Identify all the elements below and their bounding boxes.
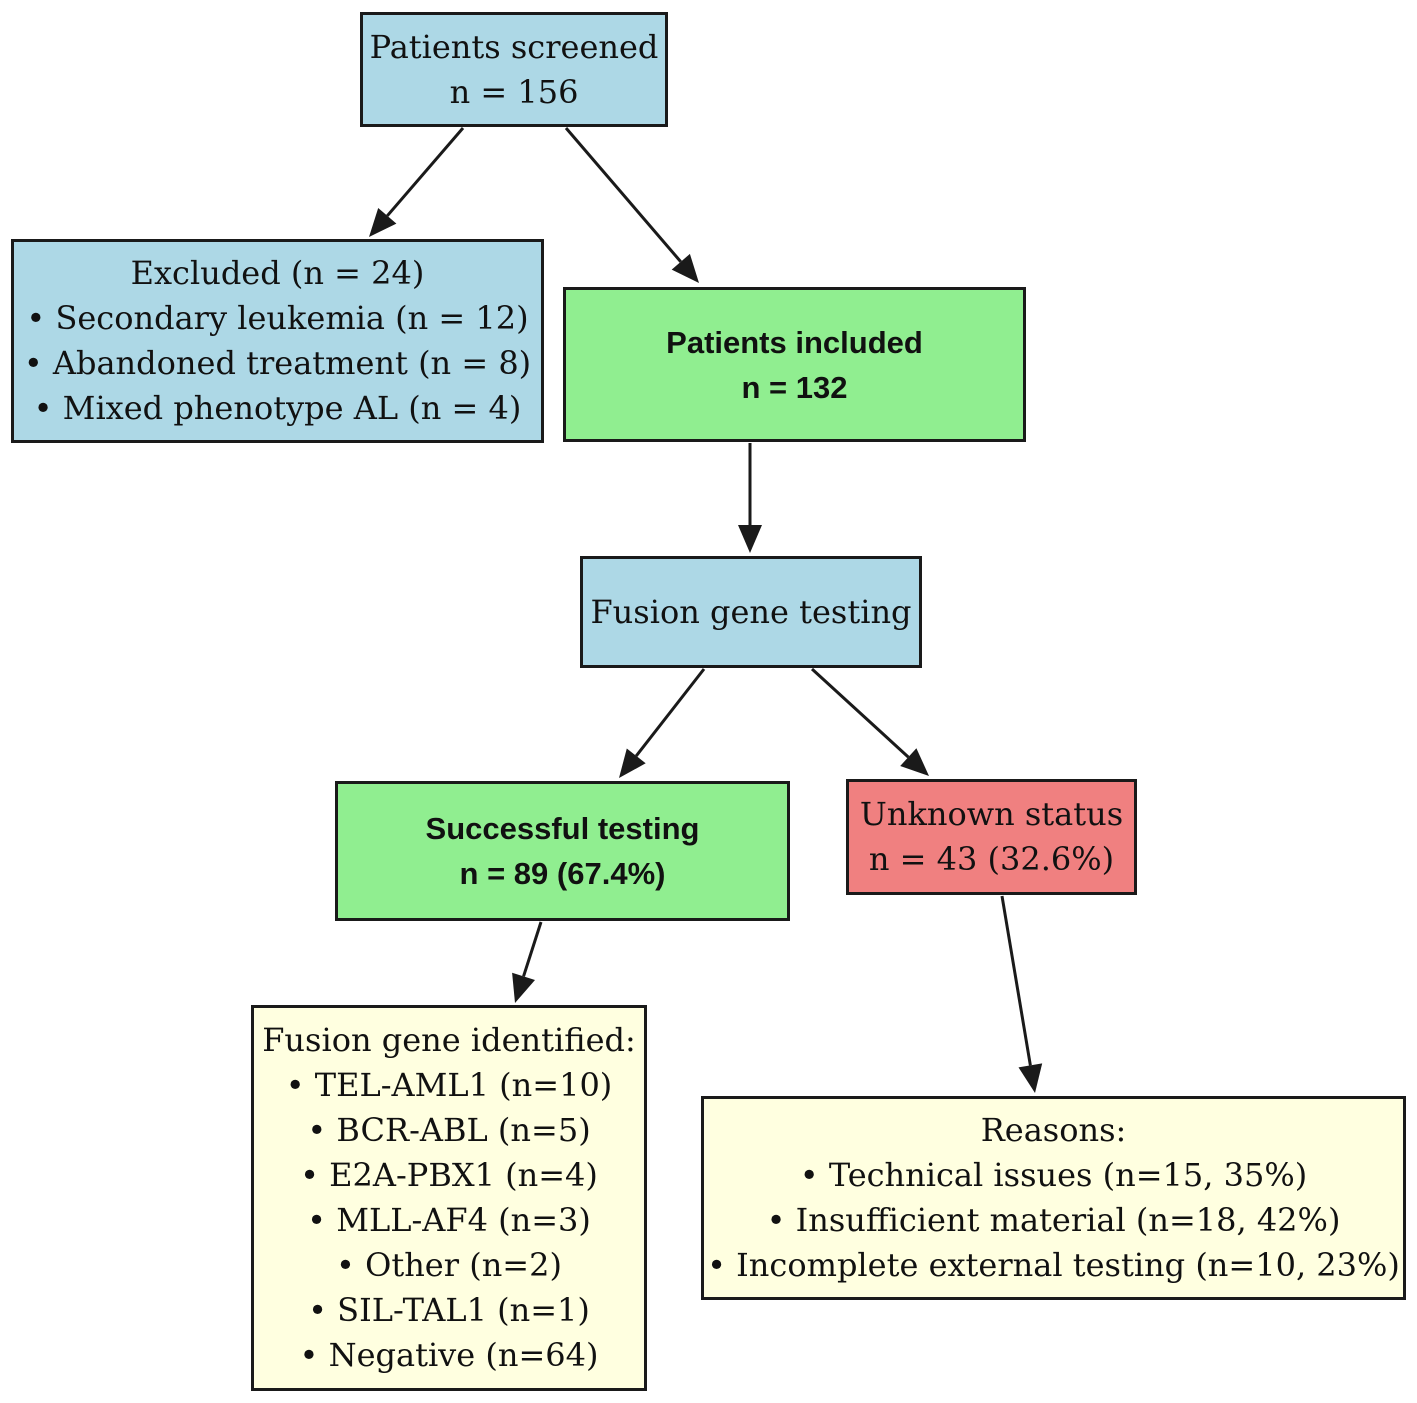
arrow-head xyxy=(738,525,762,553)
unknown-status-count: n = 43 (32.6%) xyxy=(868,840,1115,878)
patients-screened-box: Patients screened n = 156 xyxy=(360,12,668,127)
fusion-item-other: • Other (n=2) xyxy=(336,1246,562,1284)
arrow-head xyxy=(1018,1063,1043,1093)
arrow-shaft xyxy=(1000,895,1032,1066)
arrow-head xyxy=(512,972,535,1003)
fusion-gene-testing-label: Fusion gene testing xyxy=(590,592,912,631)
arrow-screened-to-included xyxy=(564,127,699,283)
arrow-successful-to-identified xyxy=(512,921,543,1003)
reason-technical-issues: • Technical issues (n=15, 35%) xyxy=(799,1156,1308,1194)
arrow-head xyxy=(900,748,929,776)
fusion-item-negative: • Negative (n=64) xyxy=(299,1336,599,1374)
fusion-item-tel-aml1: • TEL-AML1 (n=10) xyxy=(285,1066,613,1104)
unknown-status-label: Unknown status xyxy=(859,795,1124,833)
fusion-item-mll-af4: • MLL-AF4 (n=3) xyxy=(307,1201,591,1239)
fusion-gene-testing-box: Fusion gene testing xyxy=(580,556,922,668)
excluded-box: Excluded (n = 24) • Secondary leukemia (… xyxy=(11,239,544,443)
reason-incomplete-external-testing: • Incomplete external testing (n=10, 23%… xyxy=(707,1246,1400,1284)
reasons-box: Reasons: • Technical issues (n=15, 35%) … xyxy=(701,1096,1406,1300)
arrow-head xyxy=(619,748,646,778)
arrow-fusion_testing-to-successful xyxy=(619,668,706,778)
arrow-shaft xyxy=(564,127,682,263)
arrow-screened-to-excluded xyxy=(369,127,465,237)
successful-testing-count: n = 89 (67.4%) xyxy=(459,856,666,891)
fusion-item-bcr-abl: • BCR-ABL (n=5) xyxy=(307,1111,591,1149)
excluded-secondary-leukemia: • Secondary leukemia (n = 12) xyxy=(26,299,529,337)
arrow-included-to-fusion_testing xyxy=(738,443,762,553)
patients-included-label: Patients included xyxy=(666,324,923,360)
fusion-gene-identified-box: Fusion gene identified: • TEL-AML1 (n=10… xyxy=(251,1005,647,1391)
arrow-head xyxy=(671,253,699,283)
excluded-mixed-phenotype: • Mixed phenotype AL (n = 4) xyxy=(33,389,522,427)
patients-screened-count: n = 156 xyxy=(449,72,579,111)
arrow-head xyxy=(369,208,397,237)
patients-included-box: Patients included n = 132 xyxy=(563,287,1026,442)
reasons-label: Reasons: xyxy=(980,1111,1127,1149)
arrow-shaft xyxy=(386,127,465,217)
arrow-shaft xyxy=(810,667,910,759)
excluded-abandoned-treatment: • Abandoned treatment (n = 8) xyxy=(23,344,532,382)
fusion-item-e2a-pbx1: • E2A-PBX1 (n=4) xyxy=(300,1156,598,1194)
arrow-shaft xyxy=(635,668,706,757)
successful-testing-label: Successful testing xyxy=(425,811,700,846)
arrow-fusion_testing-to-unknown xyxy=(810,667,929,776)
patients-included-count: n = 132 xyxy=(741,369,848,405)
successful-testing-box: Successful testing n = 89 (67.4%) xyxy=(335,781,790,921)
fusion-item-sil-tal1: • SIL-TAL1 (n=1) xyxy=(308,1291,590,1329)
fusion-gene-identified-label: Fusion gene identified: xyxy=(262,1021,636,1059)
excluded-label: Excluded (n = 24) xyxy=(130,254,425,292)
arrow-shaft xyxy=(522,921,543,977)
patients-screened-label: Patients screened xyxy=(369,27,659,66)
arrow-unknown-to-reasons xyxy=(1000,895,1043,1093)
unknown-status-box: Unknown status n = 43 (32.6%) xyxy=(846,779,1137,895)
reason-insufficient-material: • Insufficient material (n=18, 42%) xyxy=(766,1201,1341,1239)
